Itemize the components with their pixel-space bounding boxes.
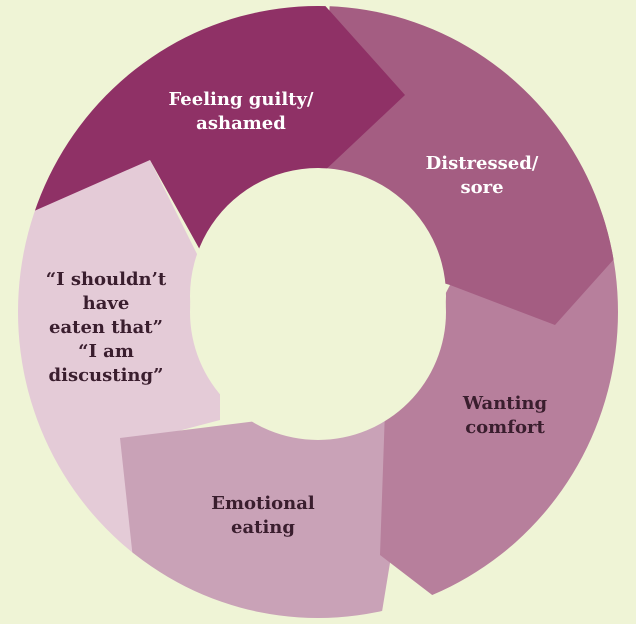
stage-label-distressed: Distressed/ sore bbox=[425, 153, 539, 198]
cycle-segment-4 bbox=[120, 405, 415, 618]
stage-label-self-talk: “I shouldn’t have eaten that” “I am disc… bbox=[45, 269, 167, 386]
cycle-center bbox=[190, 184, 446, 440]
stage-label-emotional-eating: Emotional eating bbox=[211, 493, 315, 538]
stage-label-feeling-guilty: Feeling guilty/ ashamed bbox=[168, 89, 314, 134]
stage-label-wanting-comfort: Wanting comfort bbox=[462, 393, 548, 438]
